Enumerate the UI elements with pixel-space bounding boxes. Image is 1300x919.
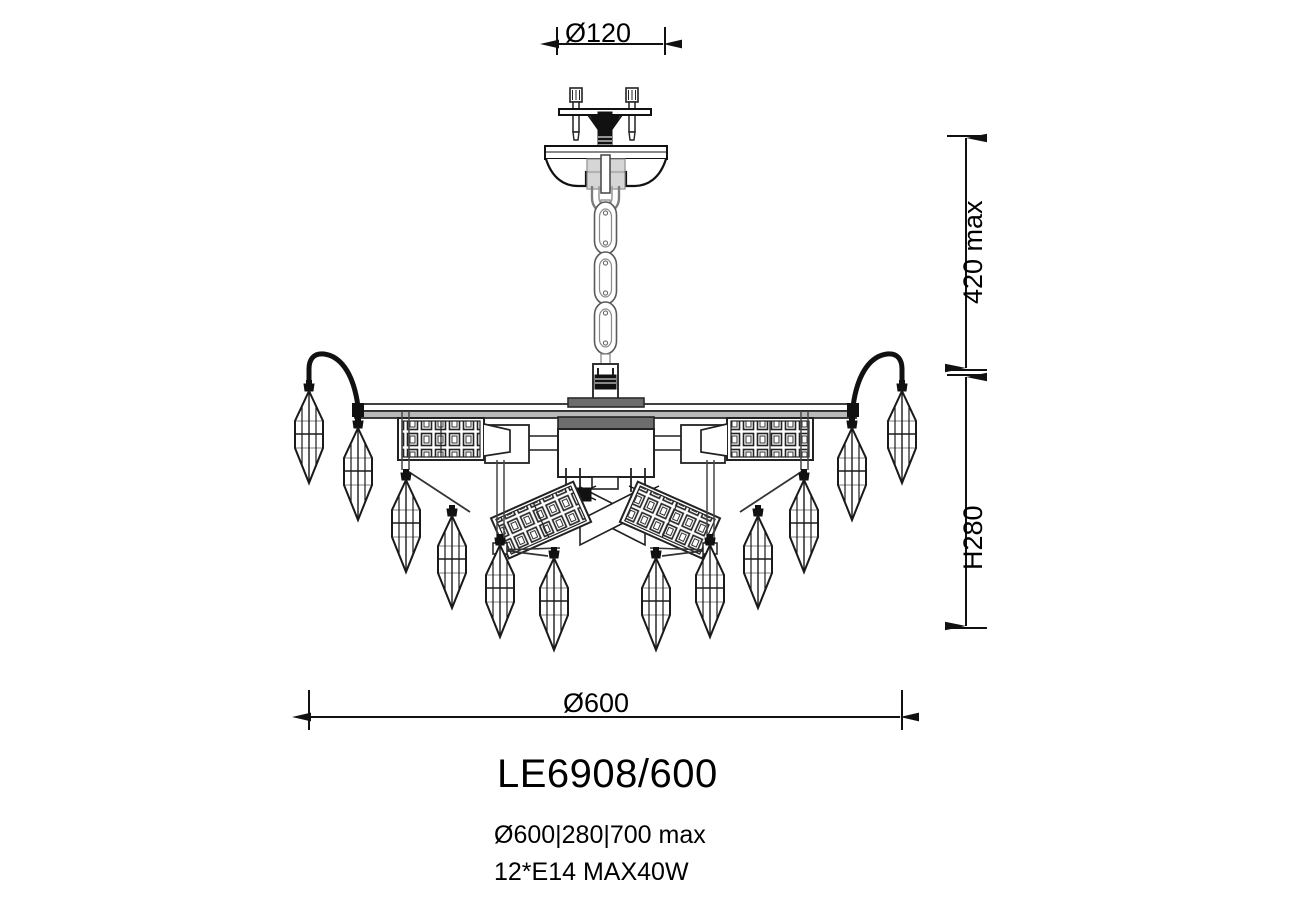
dimension-body-height [945, 372, 987, 631]
upper-arm-bar [354, 397, 857, 419]
pendant-crystal [391, 468, 421, 573]
pendant-crystal [887, 379, 917, 484]
dimension-overall-diameter [292, 690, 919, 730]
outer-curved-arm-left [306, 351, 364, 417]
pendant-crystal [837, 416, 867, 521]
spec-size-label: Ø600|280|700 max [494, 821, 706, 849]
anchor-bolt-left [569, 87, 583, 141]
crystal-panel-lower-left [489, 480, 593, 560]
dimension-top-diameter [540, 27, 682, 55]
dimension-label-drop-max: 420 max [958, 200, 988, 304]
suspension-chain [593, 199, 618, 367]
pendant-crystal [539, 546, 569, 651]
pendant-crystal [641, 546, 671, 651]
spec-lamp-label: 12*E14 MAX40W [494, 858, 689, 886]
dimension-label-overall-diameter: Ø600 [563, 688, 630, 718]
anchor-bolt-right [625, 87, 639, 141]
pendant-crystal [294, 379, 324, 484]
central-body-hub [484, 416, 726, 490]
outer-curved-arm-right [847, 351, 905, 417]
dimension-label-body-height: H280 [958, 505, 988, 570]
dimension-drop-max [945, 133, 987, 373]
crystal-panel-upper-right [700, 417, 814, 461]
pendant-crystal [789, 468, 819, 573]
model-number-label: LE6908/600 [497, 752, 718, 796]
pendant-crystal [343, 416, 373, 521]
ceiling-mount-assembly [544, 87, 668, 215]
pendant-crystal [437, 504, 467, 609]
dimension-label-top-diameter: Ø120 [565, 18, 632, 48]
pendant-crystal [743, 504, 773, 609]
